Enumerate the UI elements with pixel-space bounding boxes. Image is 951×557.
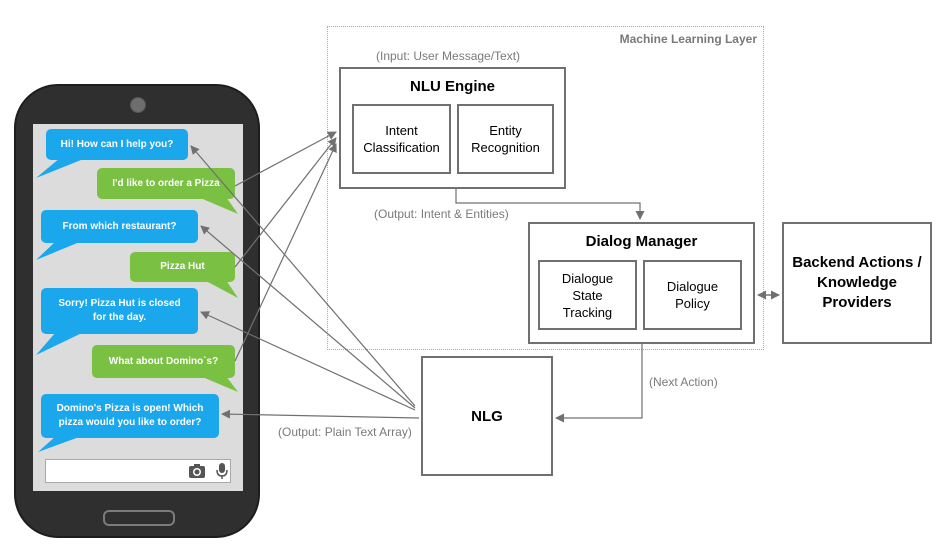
- chat-bubble-bot: [38, 394, 219, 452]
- arrow-nlg-to-bot: [190, 145, 416, 407]
- arrow-nlu-to-dialog-manager: [455, 189, 645, 220]
- chat-message-text: Sorry! Pizza Hut is closed for the day.: [58, 298, 181, 323]
- nlu-output-label: (Output: Intent & Entities): [374, 207, 509, 221]
- nlu-input-label: (Input: User Message/Text): [376, 49, 521, 63]
- chat-bubble-user: [92, 345, 238, 392]
- chat-message-text: From which restaurant?: [62, 220, 177, 232]
- chat-message-text: What about Domino`s?: [108, 355, 219, 367]
- arrow-user-to-nlu: [234, 137, 337, 268]
- chat-message-text: Hi! How can I help you?: [60, 138, 174, 150]
- dialog-manager-title: Dialog Manager: [585, 233, 698, 250]
- chat-bubble-user: [130, 252, 238, 298]
- machine-learning-layer: [327, 26, 764, 350]
- chat-message-text: Domino's Pizza is open! Which pizza woul…: [56, 403, 204, 428]
- backend-actions-box: Backend Actions / Knowledge Providers: [782, 222, 932, 344]
- chat-message-text: I'd like to order a Pizza: [112, 177, 220, 189]
- chat-bubble-bot: [36, 210, 198, 260]
- arrow-nlg-to-bot: [200, 311, 416, 411]
- microphone-icon[interactable]: [213, 462, 231, 480]
- dialogue-state-tracking-box: Dialogue State Tracking: [538, 260, 637, 330]
- home-button[interactable]: [103, 510, 175, 526]
- nlg-box: NLG: [421, 356, 553, 476]
- machine-learning-layer-label: Machine Learning Layer: [619, 32, 757, 46]
- chat-bubble-user: [97, 168, 238, 214]
- arrow-dialog-to-nlg: [555, 344, 643, 423]
- arrow-user-to-nlu: [234, 143, 337, 362]
- arrow-user-to-nlu: [234, 131, 337, 187]
- intent-classification-box: Intent Classification: [352, 104, 451, 174]
- front-camera-icon: [130, 97, 146, 113]
- nlu-engine-title: NLU Engine: [410, 78, 495, 95]
- camera-icon[interactable]: [188, 462, 206, 480]
- arrow-nlg-to-bot: [221, 409, 420, 419]
- nlg-output-label: (Output: Plain Text Array): [278, 425, 412, 439]
- next-action-label: (Next Action): [649, 375, 718, 389]
- dialogue-policy-box: Dialogue Policy: [643, 260, 742, 330]
- arrow-nlg-to-bot: [200, 225, 416, 409]
- chat-message-text: Pizza Hut: [160, 261, 205, 272]
- chat-bubble-bot: [36, 288, 198, 355]
- chat-bubble-bot: [36, 129, 188, 178]
- entity-recognition-box: Entity Recognition: [457, 104, 554, 174]
